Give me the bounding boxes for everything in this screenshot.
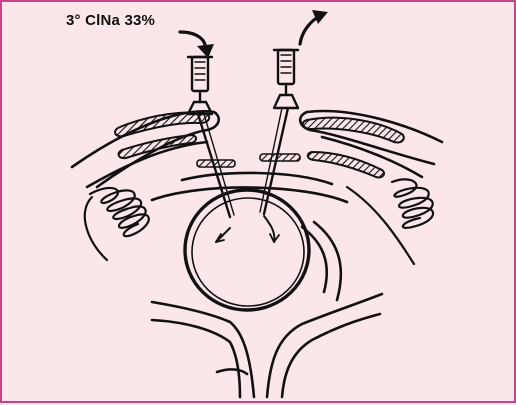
upper-layer-line [182,173,332,184]
arrow-out-icon [300,10,328,44]
right-entry-bar [260,154,300,161]
central-sac-inner [192,198,304,306]
right-coil [347,179,433,264]
arrow-in-icon [180,32,214,58]
right-hatched-band-2 [308,152,384,177]
left-entry-bar [197,160,235,167]
solution-label: 3° ClNa 33% [66,12,155,29]
left-coil [85,188,149,260]
central-sac [185,190,309,310]
